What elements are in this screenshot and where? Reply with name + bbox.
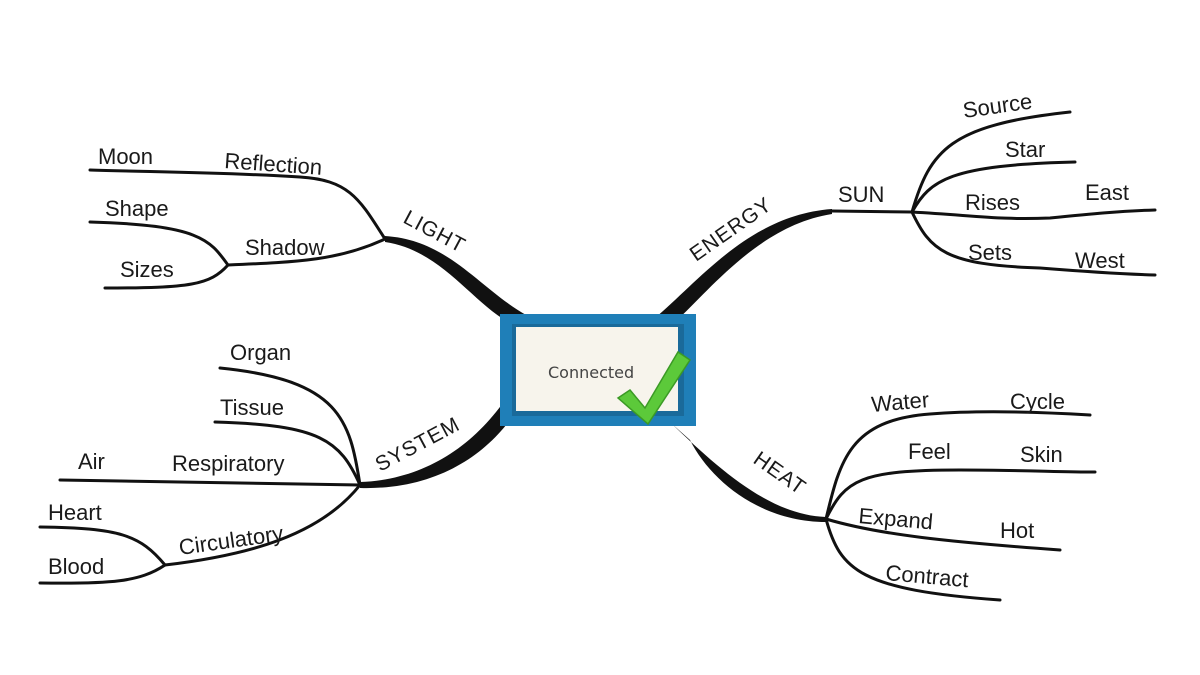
system-subbranches bbox=[38, 366, 362, 585]
west-label: West bbox=[1075, 248, 1125, 273]
branch-light bbox=[385, 236, 528, 322]
heat-subbranches bbox=[824, 410, 1097, 602]
east-label: East bbox=[1085, 180, 1129, 205]
heat-label: HEAT bbox=[749, 447, 810, 499]
feel-label: Feel bbox=[908, 439, 951, 464]
light-subbranches bbox=[88, 168, 387, 290]
hot-label: Hot bbox=[1000, 518, 1034, 543]
respiratory-label: Respiratory bbox=[172, 451, 284, 476]
heart-label: Heart bbox=[48, 500, 102, 525]
skin-label: Skin bbox=[1020, 442, 1063, 467]
branch-energy bbox=[655, 209, 832, 322]
sun-label: SUN bbox=[838, 182, 884, 207]
air-label: Air bbox=[78, 449, 105, 474]
moon-label: Moon bbox=[98, 144, 153, 169]
cycle-label: Cycle bbox=[1010, 389, 1065, 414]
checkmark-icon bbox=[616, 350, 692, 426]
tissue-label: Tissue bbox=[220, 395, 284, 420]
branch-system bbox=[360, 400, 510, 489]
shape-label: Shape bbox=[105, 196, 169, 221]
center-node: Connected bbox=[500, 314, 696, 426]
water-label: Water bbox=[870, 387, 930, 417]
branch-heat bbox=[672, 424, 826, 522]
sets-label: Sets bbox=[968, 240, 1012, 265]
shadow-label: Shadow bbox=[245, 235, 325, 260]
organ-label: Organ bbox=[230, 340, 291, 365]
rises-label: Rises bbox=[965, 190, 1020, 215]
center-label: Connected bbox=[548, 363, 634, 382]
sizes-label: Sizes bbox=[120, 257, 174, 282]
star-label: Star bbox=[1005, 137, 1045, 162]
energy-subbranches bbox=[830, 110, 1157, 277]
blood-label: Blood bbox=[48, 554, 104, 579]
